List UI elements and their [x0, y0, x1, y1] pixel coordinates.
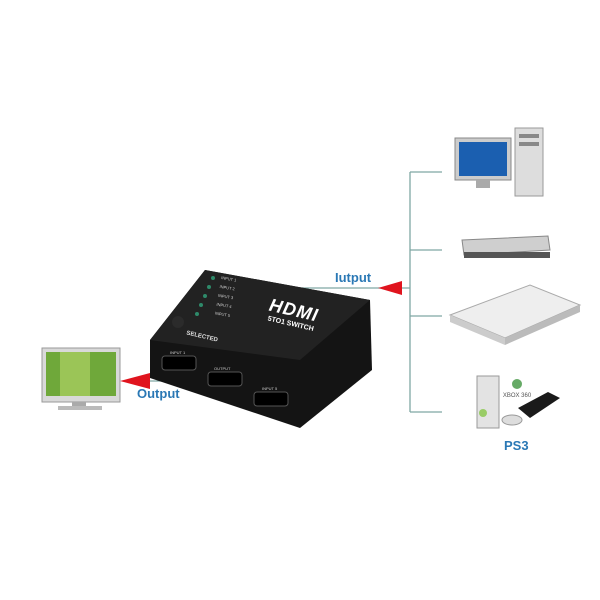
ps3-label: PS3: [504, 438, 529, 453]
computer-image: [454, 127, 544, 197]
external-drive-image: [448, 284, 582, 345]
xbox-logo: XBOX 360: [503, 393, 532, 399]
hdmi-switch-image: [150, 270, 372, 428]
port-label: INPUT 1: [170, 350, 186, 355]
output-arrow: [120, 373, 150, 389]
input-arrow: [378, 281, 402, 295]
output-label: Output: [137, 386, 180, 401]
tv-image: [41, 347, 121, 410]
game-consoles-image: XBOX 360: [476, 375, 560, 429]
port-label: OUTPUT: [214, 366, 231, 371]
port-label: INPUT 5: [262, 386, 278, 391]
input-label: Iutput: [335, 270, 372, 285]
dvd-player-image: [461, 235, 551, 258]
